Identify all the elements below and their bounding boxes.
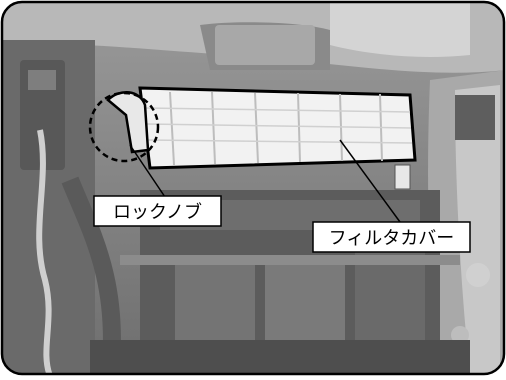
upper-dash-highlight bbox=[330, 2, 470, 57]
right-connector bbox=[455, 95, 495, 140]
right-bolt bbox=[466, 263, 490, 287]
filter-cover-slats bbox=[144, 107, 413, 144]
lock-knob-label: ロックノブ bbox=[113, 201, 202, 223]
right-bolt-lower bbox=[451, 326, 469, 344]
lock-knob-highlight-circle bbox=[88, 91, 160, 163]
lock-knob-leader-line bbox=[129, 144, 166, 198]
left-relay-face bbox=[28, 70, 56, 90]
filter-cover-label-box bbox=[312, 221, 471, 253]
cross-bar bbox=[120, 255, 460, 265]
lock-knob-label-box bbox=[93, 195, 222, 227]
filter-cover-label: フィルタカバー bbox=[329, 228, 455, 249]
lock-knob-callout: ロックノブ bbox=[93, 195, 222, 227]
housing-panel-mid bbox=[265, 255, 345, 345]
left-harness bbox=[36, 129, 53, 374]
right-pillar-highlight bbox=[455, 85, 500, 374]
filter-cover-clip bbox=[394, 164, 411, 190]
floor-area bbox=[90, 340, 470, 374]
housing-panel-left bbox=[175, 255, 255, 345]
filter-cover-leader-line bbox=[339, 139, 401, 223]
upper-bracket-face bbox=[215, 25, 315, 65]
filter-cover-callout: フィルタカバー bbox=[312, 221, 471, 253]
